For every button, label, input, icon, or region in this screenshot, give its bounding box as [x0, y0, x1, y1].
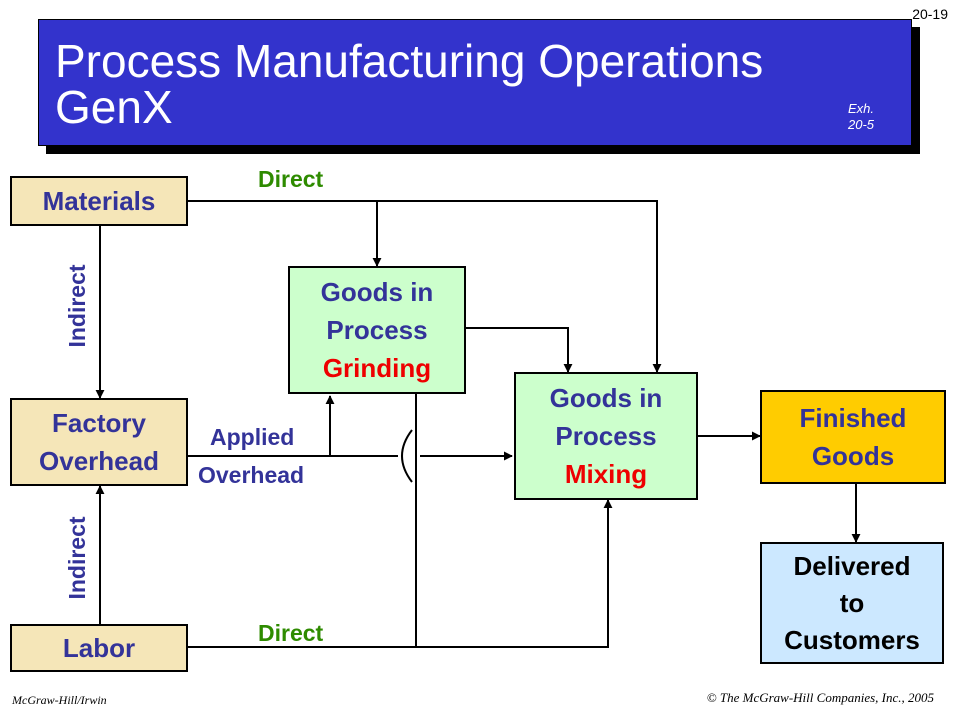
grinding-line1: Goods in: [320, 277, 434, 307]
grinding-stage: Grinding: [322, 353, 432, 383]
copyright-notice: © The McGraw-Hill Companies, Inc., 2005: [706, 690, 934, 705]
exhibit-reference: Exh. 20-5: [847, 101, 875, 132]
title-banner: Process Manufacturing Operations GenX Ex…: [38, 19, 912, 146]
goods-in-process-mixing-box: Goods in Process Mixing: [514, 372, 698, 500]
crossover-hop: [401, 429, 413, 483]
factory-overhead-label: Factory Overhead: [39, 408, 159, 476]
materials-direct-line: [186, 200, 662, 373]
publisher-label: McGraw-Hill/Irwin: [12, 693, 107, 707]
applied-label: Applied: [210, 424, 295, 450]
finished-goods-box: Finished Goods: [760, 390, 946, 484]
materials-label: Materials: [42, 186, 156, 216]
goods-in-process-grinding-box: Goods in Process Grinding: [288, 266, 466, 394]
finished-goods-label: Finished Goods: [799, 403, 907, 471]
delivered-to-customers-box: Delivered to Customers: [760, 542, 944, 664]
overhead-label: Overhead: [198, 462, 305, 488]
grinding-to-mixing-arrow: [466, 327, 573, 373]
page-title: Process Manufacturing Operations GenX: [55, 35, 764, 133]
page-number: 20-19: [912, 6, 948, 22]
mixing-line1: Goods in: [549, 383, 663, 413]
indirect-label-bottom: Indirect: [64, 516, 90, 600]
labor-box: Labor: [10, 624, 188, 672]
direct-label-top: Direct: [258, 166, 324, 192]
delivered-label: Delivered to Customers: [784, 550, 920, 655]
indirect-label-top: Indirect: [64, 264, 90, 348]
labor-label: Labor: [62, 633, 136, 663]
direct-label-bottom: Direct: [258, 620, 324, 646]
mixing-stage: Mixing: [564, 459, 648, 489]
factory-overhead-box: Factory Overhead: [10, 398, 188, 486]
labor-direct-line: [186, 499, 613, 648]
materials-box: Materials: [10, 176, 188, 226]
mixing-line2: Process: [555, 421, 657, 451]
grinding-line2: Process: [326, 315, 428, 345]
